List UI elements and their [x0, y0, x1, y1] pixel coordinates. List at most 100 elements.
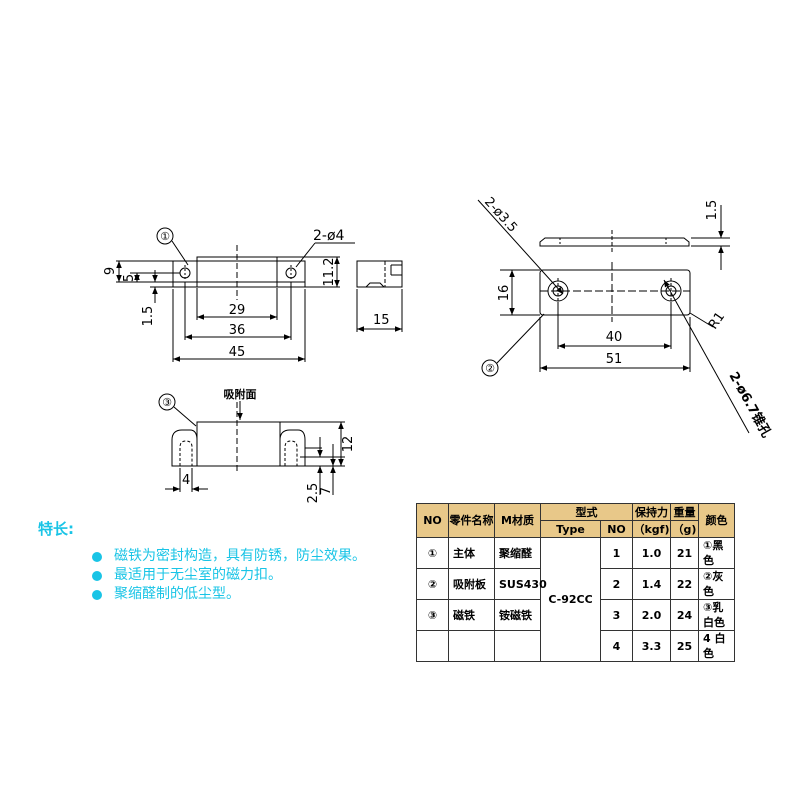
dim-9-label: 9: [103, 267, 118, 275]
header-weight-unit: （g): [670, 520, 699, 538]
callout-1-circle: [156, 227, 174, 245]
part-name: 吸附板: [448, 568, 495, 600]
bottom-view: [158, 393, 345, 495]
callout-2-circle: [481, 359, 499, 377]
callout-1-label: ①: [160, 230, 170, 243]
r1-leader: [689, 312, 714, 328]
hole-3-5-leader: [477, 199, 564, 295]
variant-force: 1.0: [632, 537, 671, 569]
feature-item: 最适用于无尘室的磁力扣。: [92, 566, 378, 585]
dim-4-label: 4: [182, 473, 190, 488]
dim-15-label: 15: [373, 313, 390, 328]
side-outline: [356, 260, 403, 288]
part-material-empty: [494, 630, 541, 662]
front-view: [116, 227, 355, 362]
part-name: 主体: [448, 537, 495, 569]
header-force-unit: （kgf): [632, 520, 671, 538]
header-model-no: NO: [600, 520, 633, 538]
table-row: ③ 磁铁 铵磁铁 3 2.0 24 ③乳白色: [416, 599, 735, 631]
callout-1-leader: [171, 240, 189, 266]
part-no: ②: [416, 568, 449, 600]
feature-text: 聚缩醛制的低尘型。: [114, 586, 240, 602]
variant-weight: 25: [670, 630, 699, 662]
dim-11-2-label: 11.2: [322, 258, 337, 287]
callout-3-label: ③: [162, 396, 172, 409]
plate-top-view: [477, 199, 750, 434]
front-hole-label: 2-ø4: [313, 228, 345, 244]
feature-item: 磁铁为密封构造，具有防锈，防尘效果。: [92, 547, 378, 566]
bottom-left-lug: [171, 429, 198, 467]
variant-no: 3: [600, 599, 633, 631]
header-force: 保持力: [632, 503, 671, 521]
plate-side-outline: [539, 237, 690, 247]
dim-45-label: 45: [229, 345, 246, 360]
dim-plate-1-5-label: 1.5: [705, 200, 720, 221]
plate-radius-label: R1: [706, 310, 728, 333]
hole-leader: [295, 242, 316, 268]
dim-7-label: 7: [319, 487, 334, 495]
variant-force: 1.4: [632, 568, 671, 600]
part-no: ①: [416, 537, 449, 569]
header-weight: 重量: [670, 503, 699, 521]
variant-force: 2.0: [632, 599, 671, 631]
header-part-name: 零件名称: [448, 503, 495, 538]
dim-36-label: 36: [229, 323, 246, 338]
part-no: ③: [416, 599, 449, 631]
features-title: 特长:: [38, 520, 74, 538]
header-no: NO: [416, 503, 449, 538]
variant-weight: 21: [670, 537, 699, 569]
part-material: SUS430: [494, 568, 547, 600]
dim-12-label: 12: [341, 436, 356, 453]
spec-table: NO 零件名称 M材质 型式 保持力 重量 颜色 Type NO （kgf) （…: [416, 503, 735, 662]
header-model: 型式: [540, 503, 633, 521]
countersink-leader: [663, 279, 750, 434]
dim-1-5-label: 1.5: [141, 306, 156, 327]
table-row: 4 3.3 25 4 白色: [416, 630, 735, 662]
table-row: ① 主体 聚缩醛 C-92CC 1 1.0 21 ①黑色: [416, 537, 735, 662]
part-name: 磁铁: [448, 599, 495, 631]
variant-color: 4 白色: [698, 630, 735, 662]
plate-side-view: [539, 205, 730, 270]
variant-force: 3.3: [632, 630, 671, 662]
variant-no: 1: [600, 537, 633, 569]
callout-2-leader: [496, 313, 545, 364]
table-header-row: NO 零件名称 M材质 型式 保持力 重量 颜色: [416, 503, 735, 538]
dim-16-label: 16: [497, 285, 512, 302]
variant-color: ③乳白色: [698, 599, 735, 631]
variant-color: ②灰色: [698, 568, 735, 600]
table-header-row: Type NO （kgf) （g): [417, 520, 735, 538]
features-list: 磁铁为密封构造，具有防锈，防尘效果。 最适用于无尘室的磁力扣。 聚缩醛制的低尘型…: [38, 547, 378, 604]
callout-2-label: ②: [485, 362, 495, 375]
feature-text: 最适用于无尘室的磁力扣。: [114, 567, 282, 583]
feature-item: 聚缩醛制的低尘型。: [92, 585, 378, 604]
header-color: 颜色: [698, 503, 735, 538]
feature-text: 磁铁为密封构造，具有防锈，防尘效果。: [114, 548, 366, 564]
bullet-icon: [92, 590, 102, 600]
part-no-empty: [416, 630, 449, 662]
part-material: 聚缩醛: [494, 537, 541, 569]
header-material: M材质: [494, 503, 541, 538]
bottom-right-lug: [279, 429, 306, 467]
variant-no: 4: [600, 630, 633, 662]
bullet-icon: [92, 571, 102, 581]
side-view: [356, 260, 403, 332]
plate-outline: [539, 269, 691, 316]
variant-weight: 22: [670, 568, 699, 600]
part-material: 铵磁铁: [494, 599, 541, 631]
dim-51-label: 51: [606, 352, 623, 367]
variant-color: ①黑色: [698, 537, 735, 569]
features-section: 特长: 磁铁为密封构造，具有防锈，防尘效果。 最适用于无尘室的磁力扣。 聚缩醛制…: [38, 518, 378, 604]
variant-no: 2: [600, 568, 633, 600]
variant-weight: 24: [670, 599, 699, 631]
dim-29-label: 29: [229, 303, 246, 318]
bullet-icon: [92, 552, 102, 562]
callout-3-circle: [158, 393, 176, 411]
dim-5-label: 5: [122, 274, 137, 282]
plate-hole-label: 2-ø3.5: [481, 195, 520, 236]
dim-2-5-label: 2.5: [306, 483, 321, 504]
face-label: 吸附面: [224, 387, 257, 401]
front-body-outline: [172, 260, 306, 288]
type-value: C-92CC: [540, 537, 601, 662]
dim-40-label: 40: [606, 330, 623, 345]
